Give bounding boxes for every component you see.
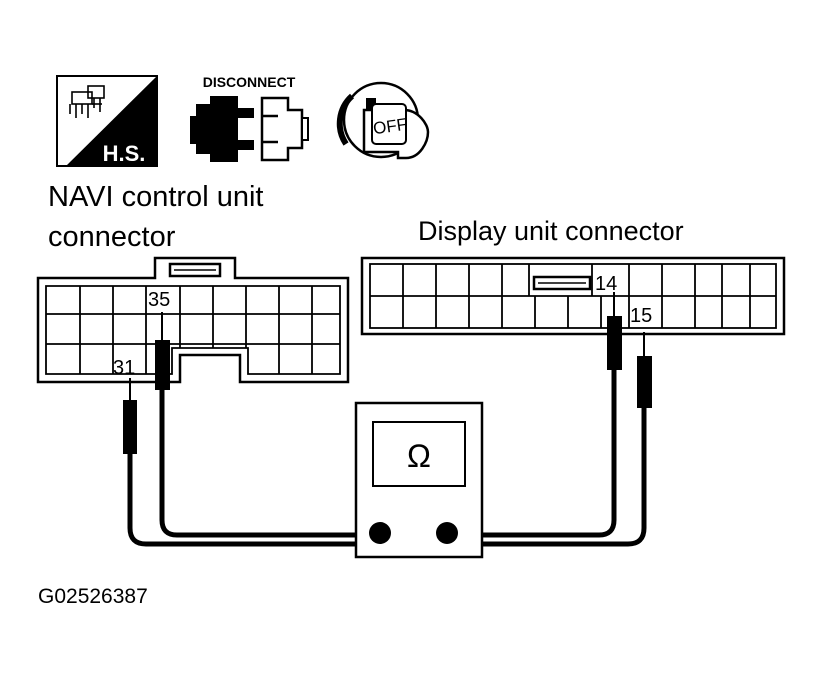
harness-side-icon: H.S. bbox=[56, 75, 158, 167]
test-lead-15 bbox=[448, 332, 652, 547]
key-off-label: OFF bbox=[372, 115, 408, 139]
meter-terminal-left bbox=[369, 522, 391, 544]
ohm-symbol: Ω bbox=[407, 438, 431, 474]
test-lead-31 bbox=[123, 378, 378, 547]
navi-connector-title-line2: connector bbox=[48, 221, 176, 253]
navi-connector bbox=[36, 256, 350, 384]
terminal-14-label: 14 bbox=[595, 273, 617, 295]
terminal-15-label: 15 bbox=[630, 305, 652, 327]
test-lead-14 bbox=[448, 292, 622, 538]
ohmmeter-icon: Ω bbox=[354, 401, 484, 559]
terminal-31-label: 31 bbox=[113, 357, 135, 379]
harness-side-label: H.S. bbox=[103, 141, 146, 166]
terminal-35-label: 35 bbox=[148, 289, 170, 311]
meter-terminal-right bbox=[436, 522, 458, 544]
figure-code: G02526387 bbox=[38, 585, 148, 608]
ignition-key-off-icon: OFF bbox=[336, 81, 430, 160]
disconnect-label: DISCONNECT bbox=[203, 74, 296, 90]
disconnect-connector-icon: DISCONNECT bbox=[190, 74, 309, 162]
test-lead-35 bbox=[155, 312, 378, 538]
display-connector-title: Display unit connector bbox=[418, 216, 684, 246]
navi-connector-title-line1: NAVI control unit bbox=[48, 181, 263, 213]
display-connector bbox=[360, 256, 786, 336]
